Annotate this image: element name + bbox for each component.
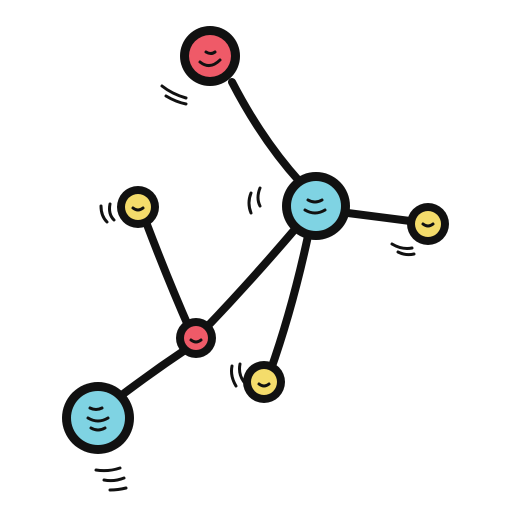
atom-yellow-right <box>407 203 449 245</box>
atom-blue-bottom-left <box>62 382 134 454</box>
motion-mark-yellow-bottom <box>230 364 238 388</box>
bond-red-to-center <box>228 78 304 186</box>
atom-red-large <box>180 26 240 86</box>
motion-marks <box>94 84 416 492</box>
motion-mark-yellow-right <box>390 242 414 250</box>
bond-small-red-to-blue-bottom <box>114 344 192 402</box>
motion-mark-blue-bottom-2 <box>102 476 126 483</box>
bonds <box>114 78 422 402</box>
atom-yellow-left <box>117 186 159 228</box>
motion-mark-red <box>160 84 188 100</box>
bond-center-to-small-red <box>200 224 300 334</box>
motion-mark-yellow-bottom-2 <box>238 362 246 384</box>
bond-yellow-left-to-small-red <box>142 218 194 334</box>
motion-mark-yellow-left-2 <box>108 202 116 222</box>
bond-center-to-yellow-right <box>336 208 422 226</box>
motion-mark-red-2 <box>164 94 188 106</box>
atom-red-small <box>176 318 216 358</box>
motion-mark-yellow-left <box>99 204 109 224</box>
motion-mark-blue-bottom <box>94 466 122 473</box>
bond-center-to-yellow-bottom <box>266 232 312 376</box>
motion-mark-yellow-right-2 <box>396 250 416 257</box>
atom-blue-center <box>282 172 350 240</box>
atom-yellow-bottom <box>243 361 285 403</box>
motion-mark-blue-center <box>247 191 253 215</box>
motion-mark-blue-bottom-3 <box>108 486 128 492</box>
motion-mark-blue-center-2 <box>256 186 262 208</box>
